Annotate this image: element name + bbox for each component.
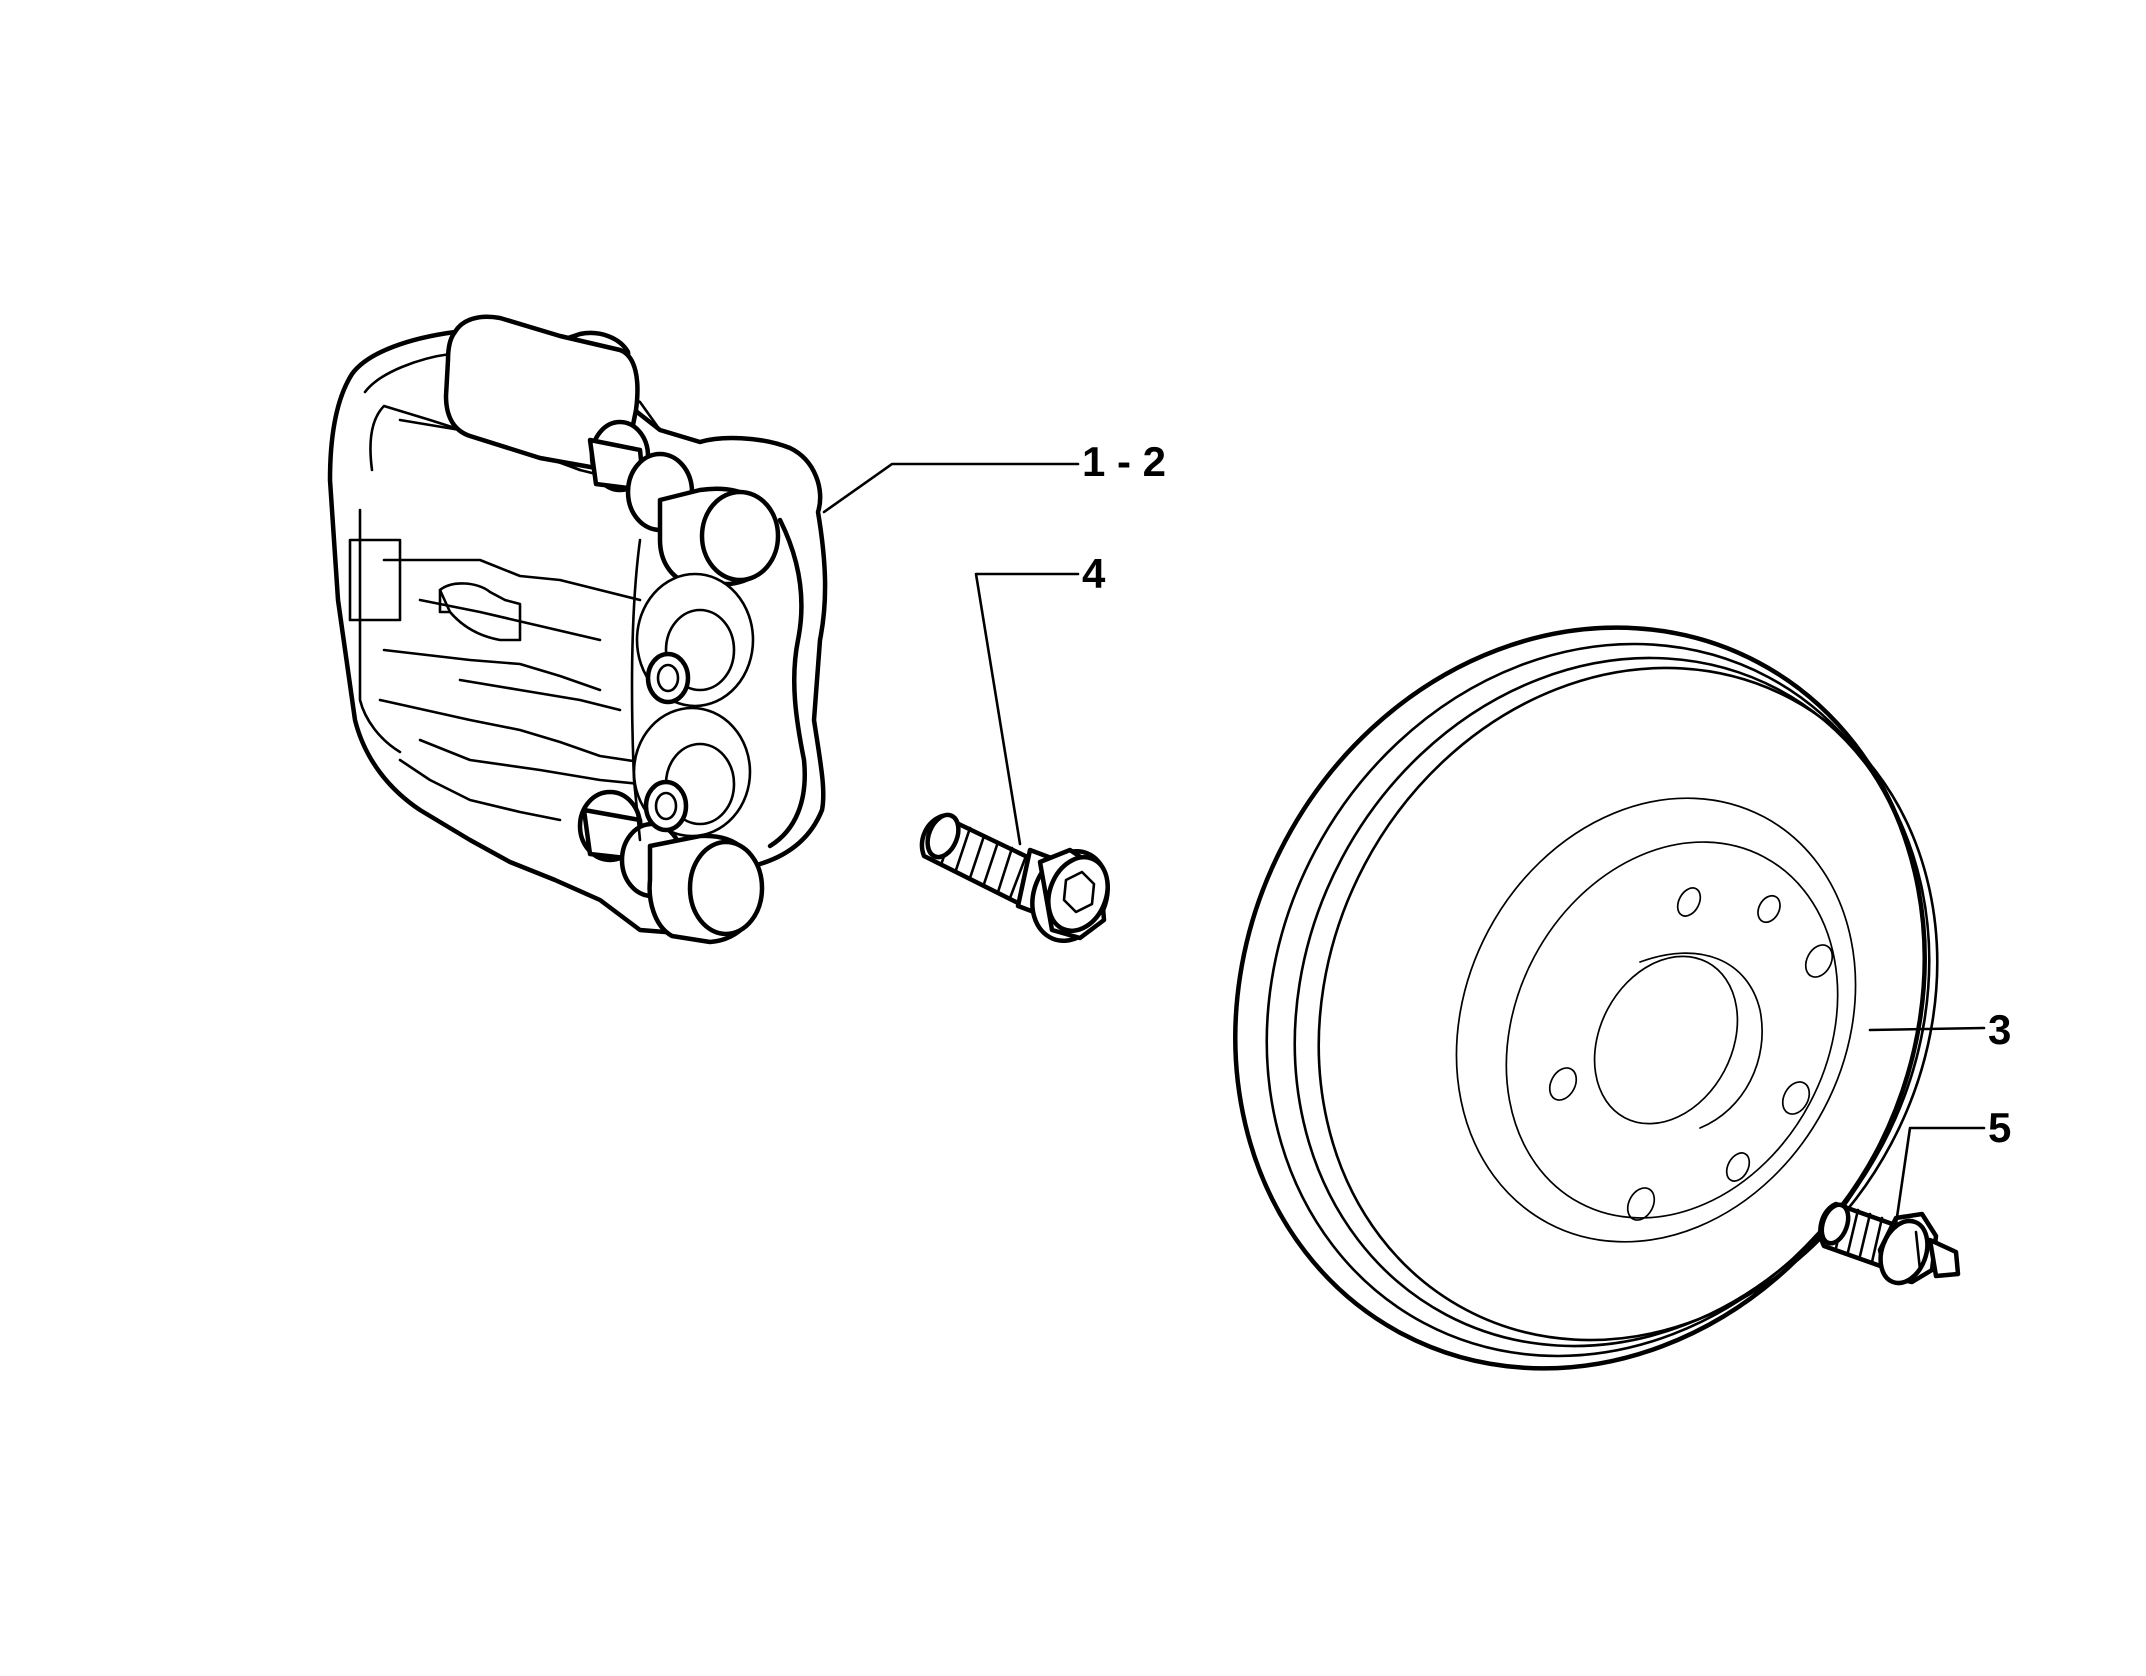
disc-screw[interactable] xyxy=(1817,1201,1961,1289)
leader-line-4 xyxy=(974,572,1080,846)
callout-label-caliper: 1 - 2 xyxy=(1082,438,1166,485)
callout-label-caliper-bolt: 4 xyxy=(1082,550,1106,597)
callout-label-brake-disc: 3 xyxy=(1988,1006,2011,1053)
leader-line-3 xyxy=(1868,1026,1986,1032)
leader-line-5 xyxy=(1894,1126,1986,1226)
leader-line-1-2 xyxy=(822,462,1080,514)
callout-label-disc-screw: 5 xyxy=(1988,1104,2011,1151)
caliper-bolt[interactable] xyxy=(919,810,1121,952)
brake-caliper[interactable] xyxy=(327,314,828,945)
brake-disc[interactable] xyxy=(1107,506,2054,1491)
leader-lines xyxy=(822,462,1986,1226)
